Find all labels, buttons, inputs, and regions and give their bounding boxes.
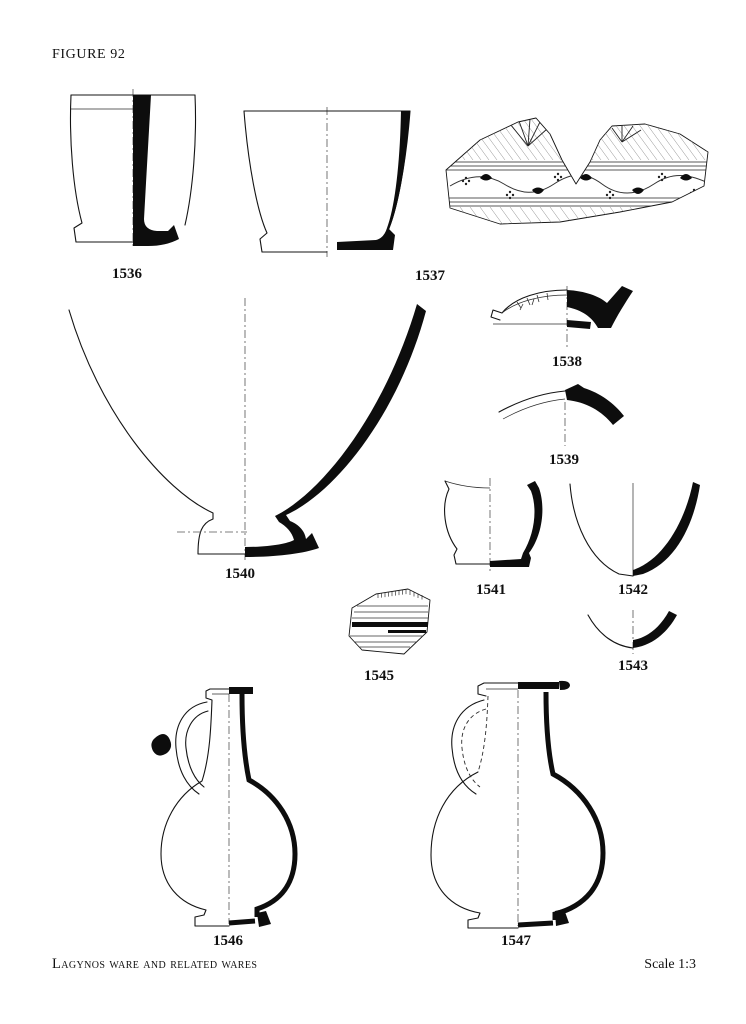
item-label-1540: 1540 xyxy=(225,566,255,582)
drawing-1546 xyxy=(146,686,311,936)
item-label-1545: 1545 xyxy=(364,668,394,684)
drawing-1547 xyxy=(418,680,618,937)
figure-label: FIGURE 92 xyxy=(52,47,126,62)
drawing-1542 xyxy=(563,480,703,584)
drawing-1543 xyxy=(583,610,683,660)
scale-label: Scale 1:3 xyxy=(644,957,696,972)
drawing-1541 xyxy=(438,476,543,583)
item-label-1541: 1541 xyxy=(476,582,506,598)
drawing-1545 xyxy=(342,586,437,667)
drawing-1537 xyxy=(230,103,420,266)
item-label-1538: 1538 xyxy=(552,354,582,370)
drawing-1540 xyxy=(55,292,435,569)
decorated-sherd-drawing xyxy=(440,112,715,247)
drawing-1536 xyxy=(58,85,208,258)
caption: Lagynos ware and related wares xyxy=(52,956,258,972)
item-label-1542: 1542 xyxy=(618,582,648,598)
item-label-1547: 1547 xyxy=(501,933,531,949)
drawing-1539 xyxy=(495,380,645,455)
drawing-1538 xyxy=(487,286,647,355)
item-label-1546: 1546 xyxy=(213,933,243,949)
item-label-1543: 1543 xyxy=(618,658,648,674)
item-label-1539: 1539 xyxy=(549,452,579,468)
item-label-1536: 1536 xyxy=(112,266,142,282)
item-label-1537: 1537 xyxy=(415,268,445,284)
